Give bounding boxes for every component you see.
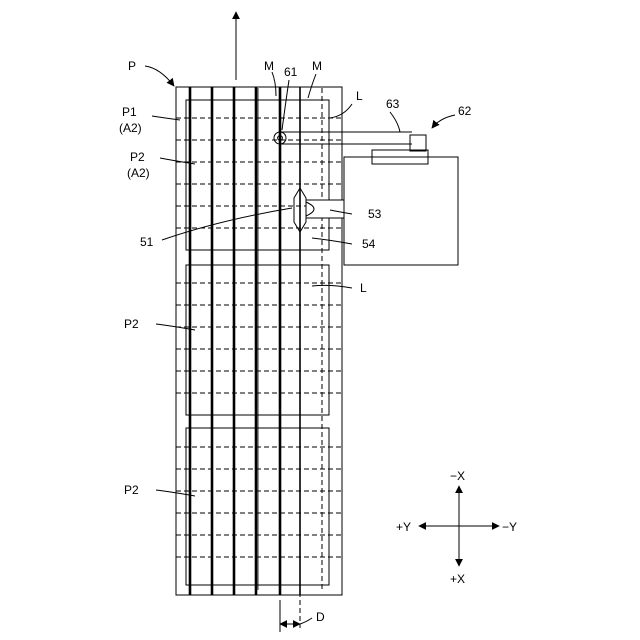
axis-neg-y: −Y xyxy=(502,520,517,534)
label-54: 54 xyxy=(362,237,376,251)
label-61: 61 xyxy=(284,65,298,79)
label-m-right: M xyxy=(312,59,322,73)
panel-p2-bottom xyxy=(186,428,329,585)
thick-lines xyxy=(190,87,300,595)
label-63: 63 xyxy=(386,97,400,111)
label-62: 62 xyxy=(458,104,472,118)
label-d: D xyxy=(316,610,325,624)
label-p2-middle: P2 xyxy=(124,317,139,331)
axis-indicator xyxy=(419,486,499,566)
holder-53 xyxy=(306,200,344,218)
label-p1: P1 xyxy=(122,105,137,119)
label-l-top: L xyxy=(356,89,363,103)
arm-end-block xyxy=(410,135,426,151)
axis-pos-y: +Y xyxy=(396,520,411,534)
label-l-middle: L xyxy=(360,281,367,295)
label-51: 51 xyxy=(140,235,154,249)
label-p2-bottom: P2 xyxy=(124,483,139,497)
label-a2-second: (A2) xyxy=(127,166,150,180)
axis-neg-x: −X xyxy=(450,469,465,483)
horizontal-dashed-lines xyxy=(176,118,342,557)
label-p: P xyxy=(128,59,136,73)
label-a2-first: (A2) xyxy=(119,121,142,135)
label-m-left: M xyxy=(264,59,274,73)
axis-pos-x: +X xyxy=(450,572,465,586)
label-53: 53 xyxy=(368,207,382,221)
sheet-outline xyxy=(176,87,342,595)
label-p2-top: P2 xyxy=(130,150,145,164)
